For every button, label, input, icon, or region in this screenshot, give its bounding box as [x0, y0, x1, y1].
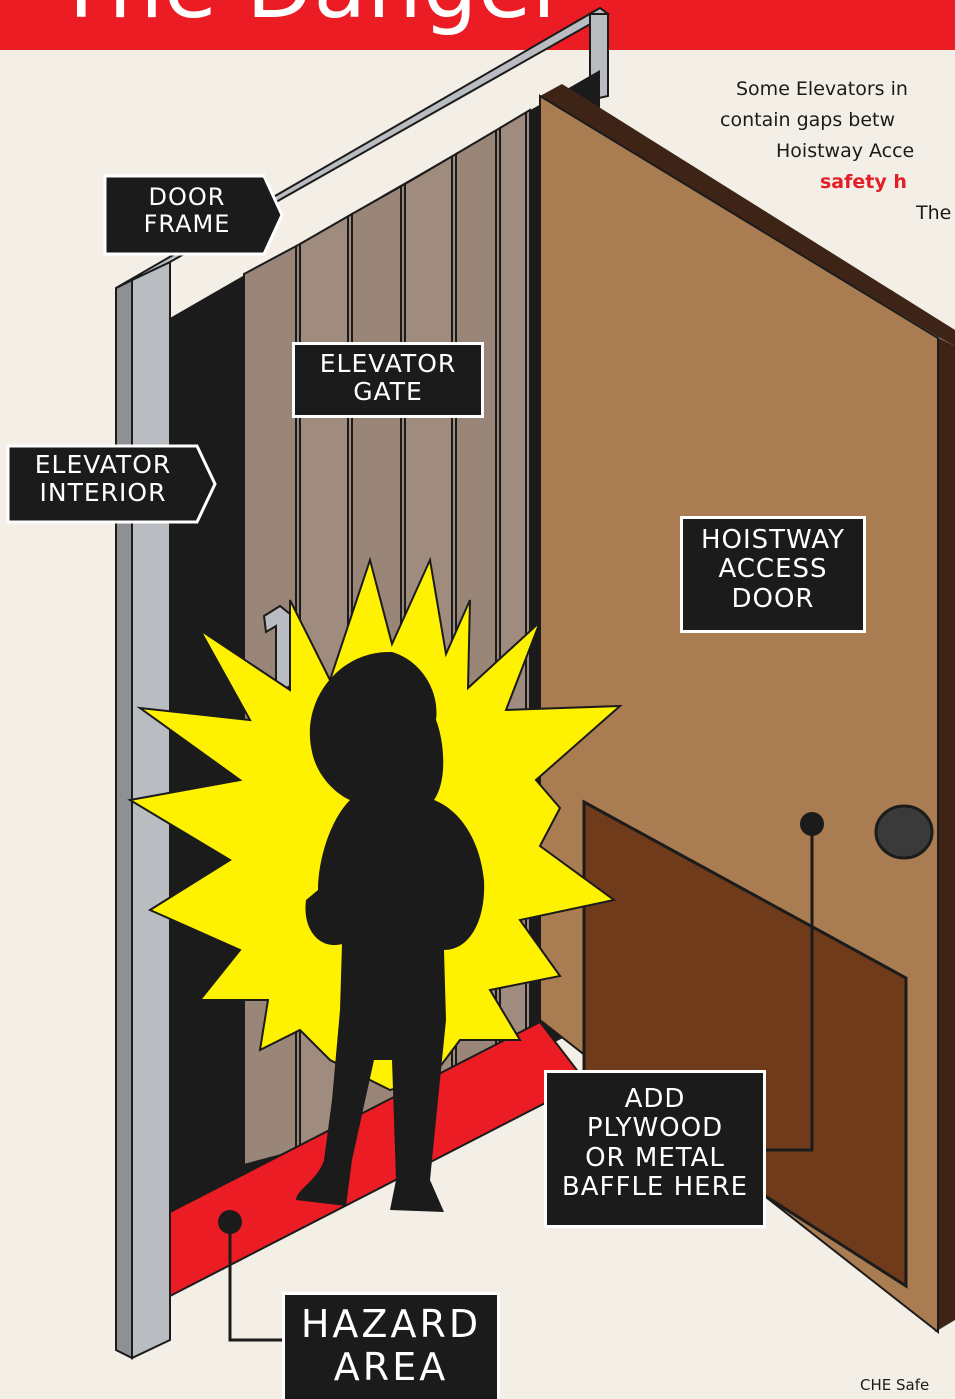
page-title: The Danger	[55, 0, 569, 38]
child-silhouette	[296, 651, 485, 1212]
hazard-line-1: HAZARD	[300, 1302, 482, 1346]
hazard-leader	[228, 1222, 286, 1342]
baffle-line-4: BAFFLE HERE	[561, 1172, 749, 1203]
baffle-dot	[800, 812, 824, 836]
intro-line-5: The	[916, 202, 952, 224]
hazard-dot	[218, 1210, 242, 1234]
door-frame-tag	[103, 174, 284, 256]
intro-line-1: Some Elevators in	[736, 78, 908, 100]
intro-line-2: contain gaps betw	[720, 109, 896, 131]
hoistway-door-edge-top	[540, 84, 955, 346]
baffle-line-2: PLYWOOD	[586, 1113, 724, 1144]
title-banner	[0, 0, 955, 50]
intro-line-3: Hoistway Acce	[776, 140, 915, 162]
elevator-interior-tag	[6, 444, 217, 524]
elevator-gate-line-2: GATE	[353, 377, 423, 407]
hoistway-door-line-1: HOISTWAY	[700, 525, 845, 555]
baffle-plate	[582, 799, 908, 1289]
door-frame-line-2: FRAME	[143, 210, 231, 239]
elevator-interior-line-2: INTERIOR	[39, 478, 167, 508]
baffle-leader	[762, 824, 814, 1152]
door-frame-left-jamb	[115, 278, 133, 1360]
elevator-gate-label: ELEVATOR GATE	[292, 342, 484, 418]
elevator-interior-label: ELEVATOR INTERIOR	[10, 450, 196, 518]
baffle-label: ADD PLYWOOD OR METAL BAFFLE HERE	[544, 1070, 766, 1228]
hoistway-door-line-3: DOOR	[731, 583, 815, 614]
baffle-line-3: OR METAL	[585, 1142, 725, 1173]
hoistway-door-line-2: ACCESS	[718, 554, 828, 585]
door-frame-line-1: DOOR	[148, 183, 226, 211]
credit-text: CHE Safe	[860, 1376, 930, 1394]
hazard-line-2: AREA	[333, 1344, 449, 1389]
intro-text: Some Elevators in contain gaps betw Hois…	[720, 74, 955, 229]
door-frame-label: DOOR FRAME	[108, 181, 266, 249]
hoistway-door-label: HOISTWAY ACCESS DOOR	[680, 516, 866, 633]
elevator-interior-line-1: ELEVATOR	[34, 450, 172, 479]
hazard-area-label: HAZARD AREA	[282, 1292, 500, 1399]
elevator-gate-line-1: ELEVATOR	[319, 349, 457, 378]
hoistway-door-edge-side	[935, 336, 955, 1332]
baffle-line-1: ADD	[624, 1084, 686, 1114]
intro-warning: safety h	[820, 171, 907, 193]
door-knob	[874, 804, 934, 860]
